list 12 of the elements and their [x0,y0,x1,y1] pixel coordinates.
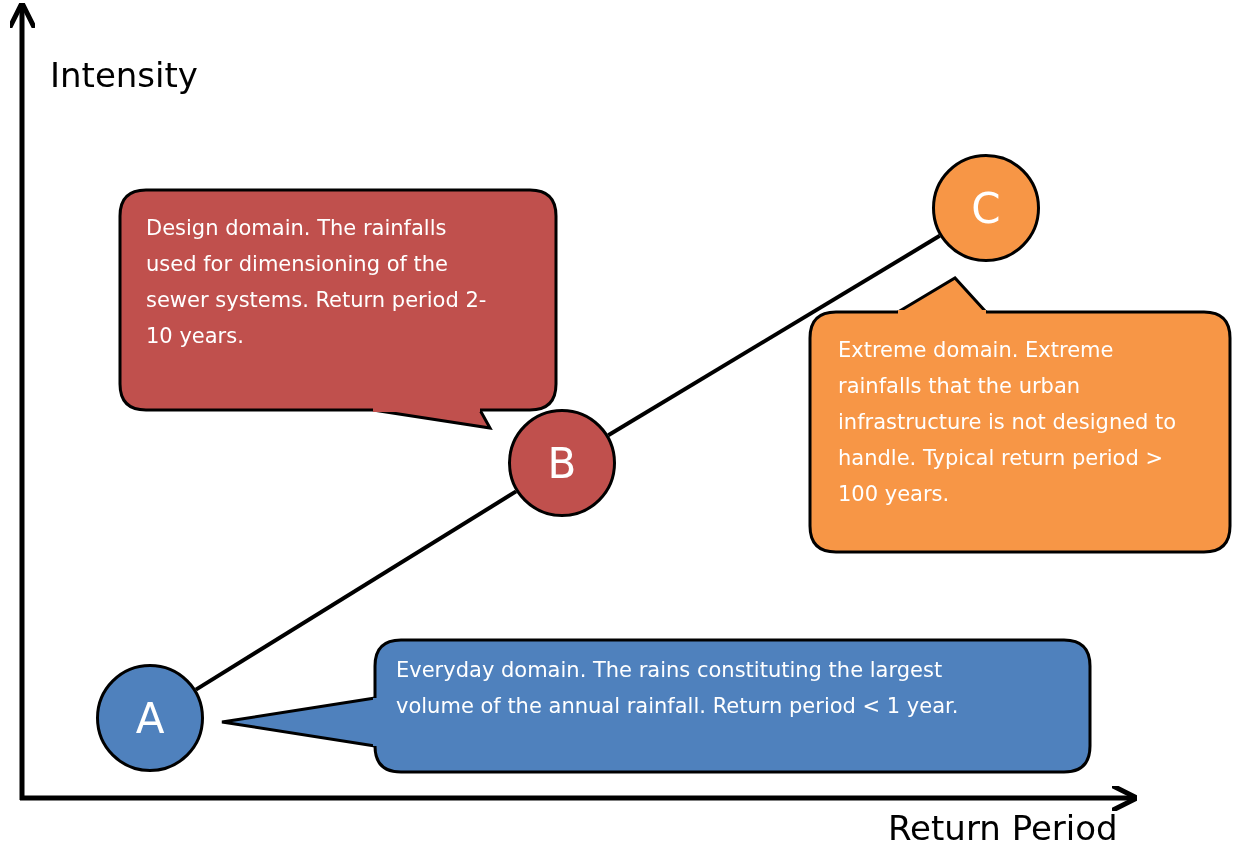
circle-marker: A [96,664,204,772]
axis-title: Return Period [888,808,1118,847]
callout-text: Design domain. The rainfalls used for dimensioning of the sewer systems. Return period 2-10 years. [146,215,488,350]
callout-text: Extreme domain. Extreme rainfalls that the urban infrastructure is not designed to handle. Typical return period > 100 years. [838,337,1178,508]
axis-title: Intensity [50,55,198,95]
connector-line [607,234,941,437]
circle-marker: C [932,154,1040,262]
speech-bubble [808,276,1234,556]
callout-text: Everyday domain. The rains constituting the largest volume of the annual rainfall. Return period < 1 year. [396,657,960,720]
speech-bubble [118,188,558,433]
circle-marker: B [508,409,616,517]
connector-line [194,489,518,692]
